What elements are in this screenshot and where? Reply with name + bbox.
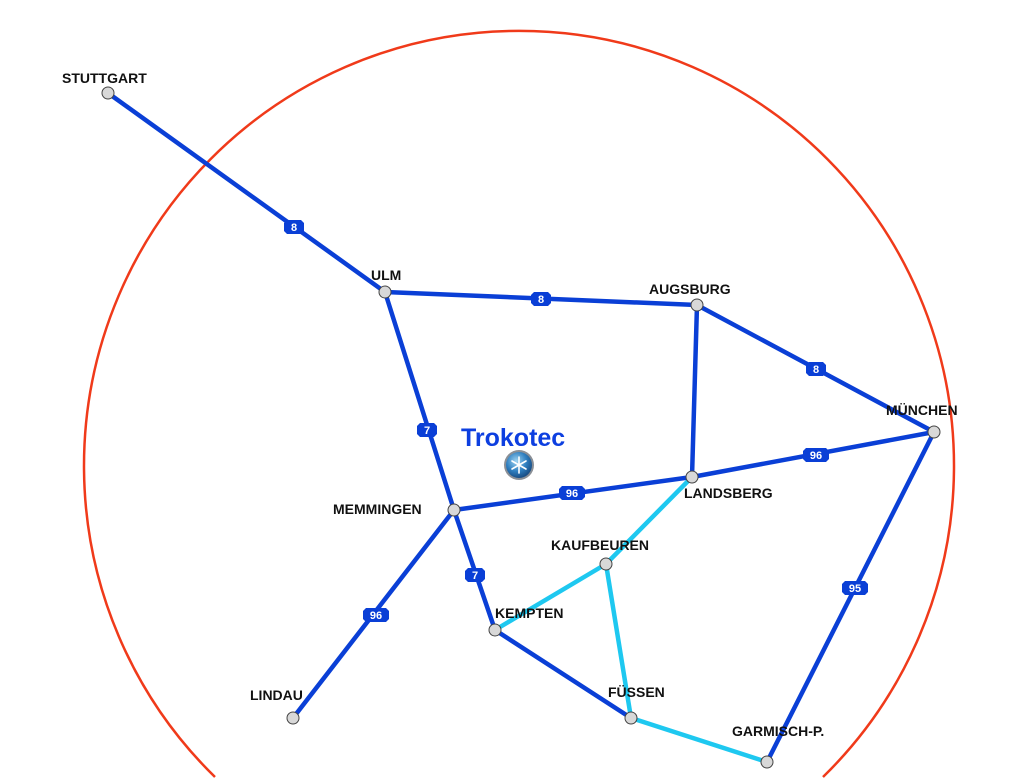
- city-node[interactable]: [599, 557, 613, 571]
- route-badge-shape: [531, 292, 551, 306]
- brand-name: Trokotec: [461, 424, 565, 452]
- city-label: KEMPTEN: [495, 605, 563, 621]
- route-number: 8: [538, 294, 544, 306]
- route-number: 96: [370, 610, 382, 622]
- city-node[interactable]: [690, 298, 704, 312]
- city-label: ULM: [371, 267, 401, 283]
- route-badge: 96: [803, 448, 829, 462]
- city-label: MEMMINGEN: [333, 501, 422, 517]
- city-augsburg[interactable]: AUGSBURG: [649, 281, 731, 312]
- route-badge: 7: [465, 568, 485, 582]
- road-augsburg-landsberg: [689, 302, 700, 480]
- city-garmisch[interactable]: GARMISCH-P.: [732, 723, 824, 769]
- route-number: 95: [849, 583, 861, 595]
- brand-logo: Trokotec: [461, 424, 565, 480]
- city-node[interactable]: [378, 285, 392, 299]
- radius-circle: [82, 29, 956, 778]
- cities-layer: STUTTGART ULM AUGSBURG MÜNCHEN LANDSBERG MEMM…: [62, 70, 958, 769]
- route-badge-shape: [559, 486, 585, 500]
- city-landsberg[interactable]: LANDSBERG: [684, 470, 773, 501]
- road-landsberg-kaufbeuren: [603, 474, 695, 567]
- city-node[interactable]: [447, 503, 461, 517]
- route-badge: 95: [842, 581, 868, 595]
- city-node[interactable]: [101, 86, 115, 100]
- route-badge-shape: [465, 568, 485, 582]
- city-node[interactable]: [685, 470, 699, 484]
- city-node[interactable]: [624, 711, 638, 725]
- city-label: FÜSSEN: [608, 684, 665, 700]
- city-node[interactable]: [286, 711, 300, 725]
- city-label: LINDAU: [250, 687, 303, 703]
- city-ulm[interactable]: ULM: [371, 267, 401, 299]
- city-node[interactable]: [760, 755, 774, 769]
- road-ulm-memmingen: [382, 289, 457, 513]
- road-kaufbeuren-kempten: [492, 561, 609, 633]
- route-number: 7: [424, 425, 430, 437]
- route-badge: 7: [417, 423, 437, 437]
- city-label: GARMISCH-P.: [732, 723, 824, 739]
- road-stuttgart-ulm: [105, 90, 388, 295]
- city-stuttgart[interactable]: STUTTGART: [62, 70, 147, 100]
- snowflake-icon: [504, 450, 534, 480]
- city-kaufbeuren[interactable]: KAUFBEUREN: [551, 537, 649, 571]
- route-badge: 8: [806, 362, 826, 376]
- road-fuessen-garmisch: [628, 715, 770, 765]
- route-number: 8: [291, 222, 297, 234]
- city-memmingen[interactable]: MEMMINGEN: [333, 501, 461, 517]
- route-badge-shape: [842, 581, 868, 595]
- route-badge: 96: [559, 486, 585, 500]
- route-badge: 96: [363, 608, 389, 622]
- road-kaufbeuren-fuessen: [603, 561, 634, 721]
- route-number: 96: [810, 450, 822, 462]
- route-badge-shape: [284, 220, 304, 234]
- city-node[interactable]: [927, 425, 941, 439]
- route-badge: 8: [531, 292, 551, 306]
- city-label: STUTTGART: [62, 70, 147, 86]
- city-label: KAUFBEUREN: [551, 537, 649, 553]
- city-label: LANDSBERG: [684, 485, 773, 501]
- city-label: MÜNCHEN: [886, 402, 958, 418]
- city-muenchen[interactable]: MÜNCHEN: [886, 402, 958, 439]
- route-number: 8: [813, 364, 819, 376]
- city-kempten[interactable]: KEMPTEN: [488, 605, 563, 637]
- city-label: AUGSBURG: [649, 281, 731, 297]
- route-badge-shape: [806, 362, 826, 376]
- route-badge-shape: [363, 608, 389, 622]
- route-number: 7: [472, 570, 478, 582]
- city-fuessen[interactable]: FÜSSEN: [608, 684, 665, 725]
- road-kempten-fuessen: [492, 627, 634, 721]
- road-muenchen-garmisch: [764, 429, 937, 765]
- route-badge-shape: [417, 423, 437, 437]
- route-badge-shape: [803, 448, 829, 462]
- city-node[interactable]: [488, 623, 502, 637]
- route-number: 96: [566, 488, 578, 500]
- route-badge: 8: [284, 220, 304, 234]
- route-badges-layer: 8 8 8 7 7 96 96 96 95: [284, 220, 868, 622]
- city-lindau[interactable]: LINDAU: [250, 687, 303, 725]
